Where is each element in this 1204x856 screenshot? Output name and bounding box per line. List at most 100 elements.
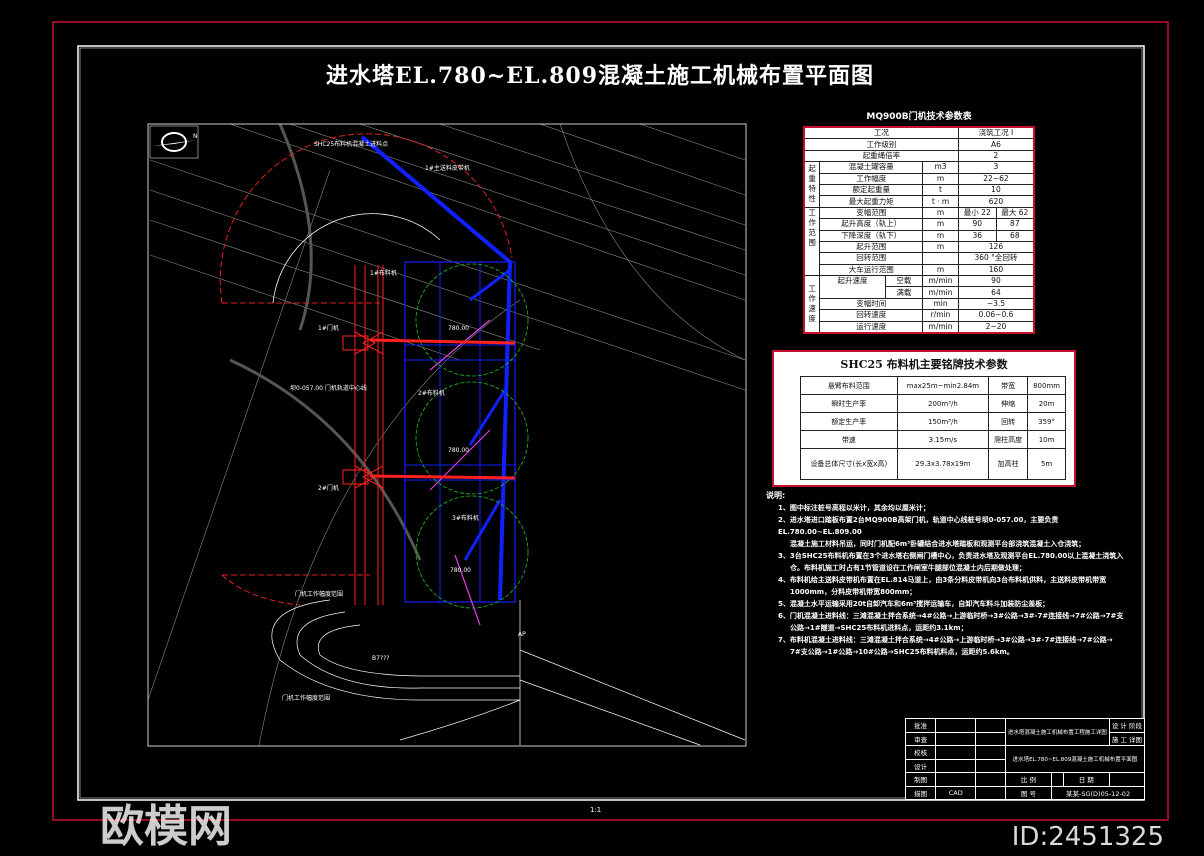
label-el-2: 780.00 (448, 447, 469, 454)
cell: m (922, 172, 959, 185)
cell: m/min (922, 275, 959, 288)
cell: 620 (957, 195, 1035, 208)
north-label: N (193, 133, 198, 140)
cell: 最大起重力矩 (819, 195, 924, 208)
cell: 90 (957, 275, 1035, 288)
cell: 爬柱高度 (988, 430, 1029, 449)
label-shc25-feed: SHC25布料机混凝土进料点 (314, 140, 388, 148)
label-main-belt: 1#主送料皮带机 (425, 164, 470, 172)
terrain-contours (148, 124, 746, 746)
cell: min (922, 297, 959, 311)
cell: 起升速度 (819, 275, 886, 299)
cell: 额定起重量 (819, 183, 924, 197)
inner-border-2 (79, 47, 1143, 799)
cell: max25m~min2.84m (896, 376, 990, 395)
table-row: 回转范围 360 °全回转 (804, 252, 1035, 265)
project-name: 进水塔混凝土施工机械布置工程施工详图 (1004, 718, 1110, 746)
cell: 变幅时间 (819, 297, 924, 311)
label-gantry-reach-2: 门机工作幅度范围 (282, 694, 330, 702)
cell: 混凝土罐容量 (819, 161, 924, 174)
cell: 回转速度 (819, 309, 924, 322)
cell: A6 (957, 138, 1035, 151)
label-el-3: 780.00 (450, 567, 471, 574)
group-cell: 工作范围 (803, 206, 821, 277)
drawing-title: 进水塔EL.780~EL.809混凝土施工机械布置平面图 (325, 63, 875, 89)
drawing-number: 某某-SG(D)05-12-02 (1051, 785, 1145, 800)
cell: 浇筑工况 I (957, 126, 1035, 140)
cell: 起重绳倍率 (803, 149, 959, 163)
cell: 360 °全回转 (957, 252, 1035, 265)
cell: 68 (995, 229, 1035, 242)
cell: 2~20 (957, 320, 1035, 334)
compass: N (149, 125, 199, 159)
note-line: 4、布料机给主送料皮带机布置在EL.814马道上，由3条分料皮带机向3台布料机供… (778, 576, 1107, 584)
note-line: 1、图中标注桩号高程以米计，其余均以厘米计； (778, 504, 930, 512)
date-label: 日 期 (1062, 772, 1110, 787)
note-line: 1000mm，分料皮带机带宽800mm； (790, 588, 917, 596)
cell: 10 (957, 183, 1035, 197)
role-label: 设计 (904, 758, 937, 773)
feeder-lines (429, 319, 491, 626)
cell: 160 (957, 263, 1035, 277)
cell: m (922, 240, 959, 254)
stage-label: 设 计 阶段 (1108, 718, 1146, 733)
gantry-cranes (342, 265, 516, 605)
cell: 带宽 (988, 376, 1029, 395)
cell: 最小 22 (957, 206, 997, 220)
inner-border (77, 45, 1145, 801)
cell: 800mm (1027, 376, 1066, 395)
note-line: 2、进水塔进口踏板布置2台MQ900B高架门机，轨道中心线桩号坝0-057.00… (778, 516, 1059, 536)
cell: r/min (922, 309, 959, 322)
notes: 说明: 1、图中标注桩号高程以米计，其余均以厘米计；2、进水塔进口踏板布置2台M… (766, 490, 1142, 658)
outer-red-frame (52, 21, 1169, 821)
cell: 伸缩 (988, 394, 1029, 413)
cell: 20m (1027, 394, 1066, 413)
cell: 0.06~0.6 (957, 309, 1035, 322)
cell: ~3.5 (957, 297, 1035, 311)
cell: 回转范围 (819, 252, 924, 265)
cell: 工作级别 (803, 138, 959, 151)
cell: 3 (957, 161, 1035, 174)
cell: 29.3x3.78x19m (896, 448, 990, 480)
cell: 工作幅度 (819, 172, 924, 185)
cell: 36 (957, 229, 997, 242)
cell: m (922, 229, 959, 242)
label-spreader3: 3#布料机 (452, 514, 479, 522)
table-row: 工况浇筑工况 I (803, 126, 1035, 140)
label-ap: AP (518, 631, 526, 638)
cell: m/min (922, 286, 959, 299)
cell: 加高柱 (988, 448, 1029, 480)
cell: 200m³/h (896, 394, 990, 413)
number-label: 图 号 (1004, 785, 1053, 800)
role-label: 校核 (904, 745, 937, 760)
note-line: 混凝土施工材料吊运，同时门机配6m³卧罐结合进水塔踏板和观测平台部浇筑混凝土入仓… (790, 540, 1086, 548)
role-label: 描图 (904, 785, 937, 800)
drawing-name: 进水塔EL.780~EL.809混凝土施工机械布置平面图 (1004, 745, 1146, 773)
table1-title: MQ900B门机技术参数表 (866, 112, 972, 122)
cell: 大车运行范围 (819, 263, 924, 277)
table2-title: SHC25 布料机主要铭牌技术参数 (840, 358, 1008, 371)
cell: 起升高度（轨上） (819, 218, 924, 231)
cell: 126 (957, 240, 1035, 254)
cell: 5m (1027, 448, 1066, 480)
cell: 3.15m/s (896, 430, 990, 449)
cell: 悬臂布料范围 (800, 376, 898, 395)
scale-label: 比 例 (1004, 772, 1053, 787)
cell: 瞬时生产率 (800, 394, 898, 413)
label-gantry-axis: 坝0-057.00 门机轨道中心线 (290, 384, 367, 392)
main-conveyor-belt (360, 135, 513, 601)
